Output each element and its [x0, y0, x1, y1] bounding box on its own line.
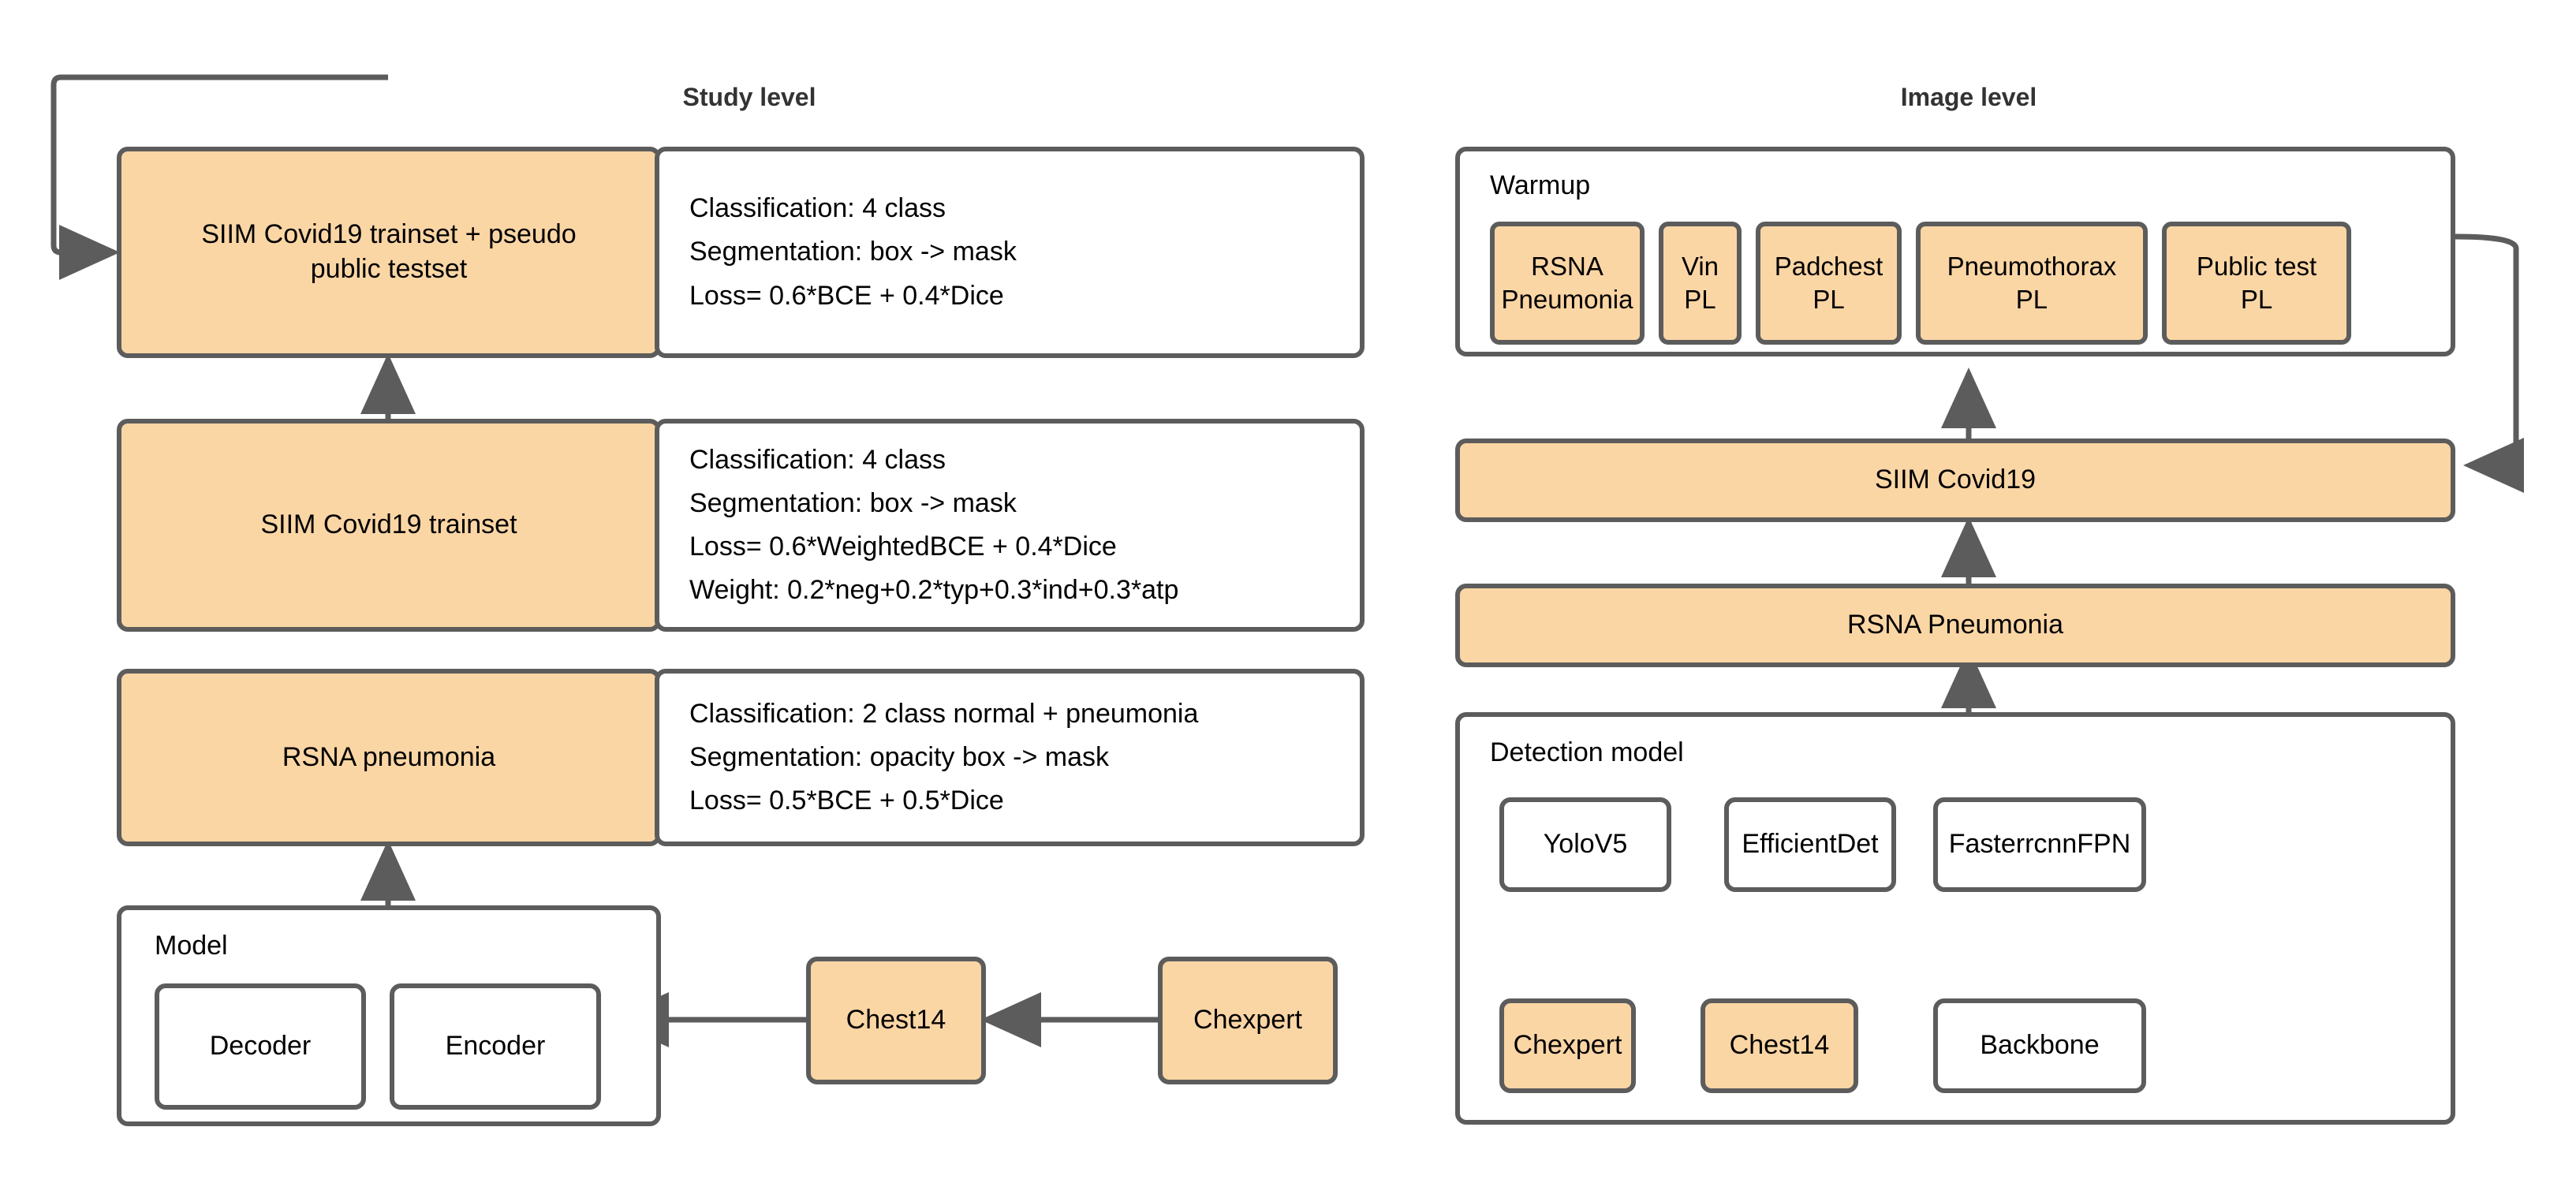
node-warmup-public-test-pl[interactable]: Public test PL [2162, 222, 2351, 345]
node-efficientdet[interactable]: EfficientDet [1724, 797, 1896, 892]
node-warmup-rsna-pneumonia[interactable]: RSNA Pneumonia [1490, 222, 1645, 345]
detail-card-stage-1: Classification: 4 class Segmentation: bo… [655, 147, 1365, 358]
group-detection-model: Detection model YoloV5 EfficientDet Fast… [1455, 712, 2455, 1125]
node-siim-covid19-trainset[interactable]: SIIM Covid19 trainset [117, 419, 661, 632]
node-siim-covid19-trainset-pseudo[interactable]: SIIM Covid19 trainset + pseudo public te… [117, 147, 661, 358]
node-fasterrcnnfpn[interactable]: FasterrcnnFPN [1933, 797, 2146, 892]
node-warmup-pneumothorax-pl[interactable]: Pneumothorax PL [1916, 222, 2148, 345]
node-encoder[interactable]: Encoder [390, 983, 601, 1110]
group-model: Model Decoder Encoder [117, 905, 661, 1126]
node-decoder[interactable]: Decoder [155, 983, 366, 1110]
group-title-model: Model [155, 931, 228, 961]
section-title-image-level: Image level [1900, 83, 2037, 111]
node-siim-covid19-image[interactable]: SIIM Covid19 [1455, 438, 2455, 522]
node-rsna-pneumonia-study[interactable]: RSNA pneumonia [117, 669, 661, 846]
node-det-chexpert[interactable]: Chexpert [1499, 998, 1636, 1093]
node-warmup-padchest-pl[interactable]: Padchest PL [1756, 222, 1902, 345]
group-warmup: Warmup RSNA Pneumonia Vin PL Padchest PL… [1455, 147, 2455, 356]
section-title-study-level: Study level [682, 83, 816, 111]
node-det-chest14[interactable]: Chest14 [1701, 998, 1858, 1093]
node-warmup-vin-pl[interactable]: Vin PL [1659, 222, 1742, 345]
group-title-detection-model: Detection model [1490, 737, 1684, 767]
edge-warmup-feedback-loop [2455, 233, 2524, 493]
detail-card-stage-3: Classification: 2 class normal + pneumon… [655, 669, 1365, 846]
node-chest14-study[interactable]: Chest14 [806, 957, 986, 1084]
node-rsna-pneumonia-image[interactable]: RSNA Pneumonia [1455, 584, 2455, 667]
node-det-backbone[interactable]: Backbone [1933, 998, 2146, 1093]
group-title-warmup: Warmup [1490, 170, 1591, 200]
detail-card-stage-2: Classification: 4 class Segmentation: bo… [655, 419, 1365, 632]
node-chexpert-study[interactable]: Chexpert [1158, 957, 1338, 1084]
node-yolov5[interactable]: YoloV5 [1499, 797, 1671, 892]
